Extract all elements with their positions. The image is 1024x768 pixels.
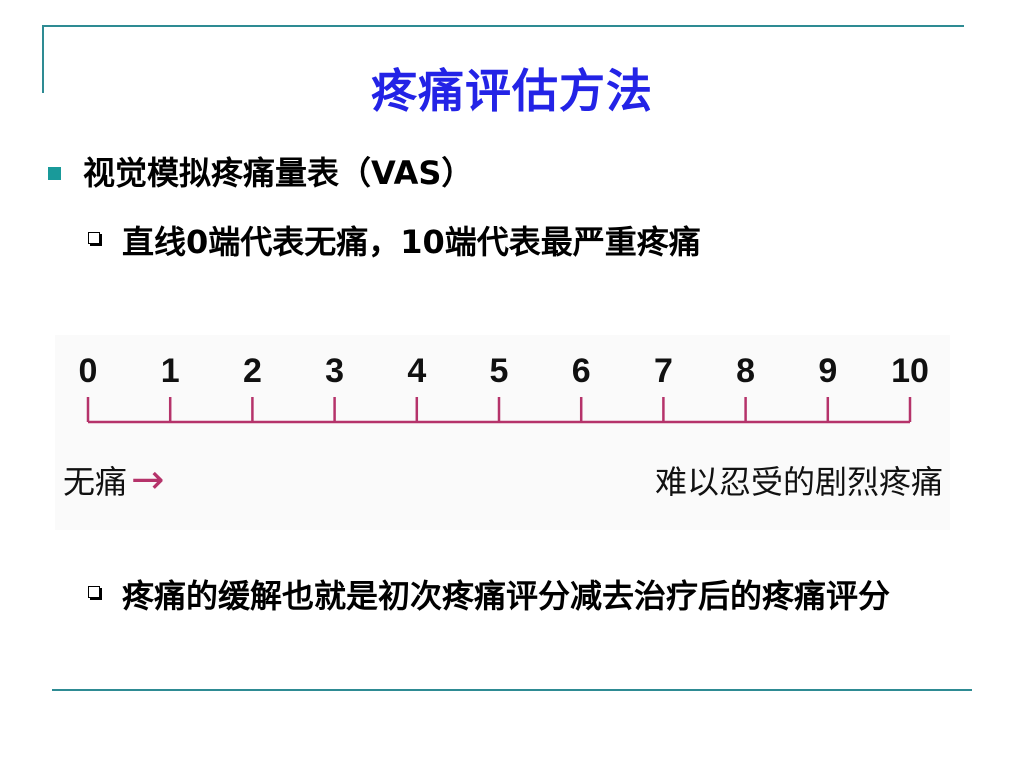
frame-bottom-line (52, 689, 972, 691)
hollow-square-bullet-icon (88, 232, 100, 244)
frame-top-line (42, 25, 964, 27)
bullet-text: 视觉模拟疼痛量表（VAS） (83, 154, 474, 192)
hollow-square-bullet-icon (88, 586, 100, 598)
sub-bullet-item-2: 疼痛的缓解也就是初次疼痛评分减去治疗后的疼痛评分 (88, 572, 962, 620)
vas-number-0: 0 (79, 352, 98, 390)
vas-number-8: 8 (736, 352, 755, 390)
right-arrow-icon: → (131, 457, 165, 503)
vas-number-5: 5 (490, 352, 509, 390)
sub-bullet-text-1: 直线0端代表无痛，10端代表最严重疼痛 (122, 223, 701, 261)
vas-number-9: 9 (818, 352, 837, 390)
sub-bullet-item-1: 直线0端代表无痛，10端代表最严重疼痛 (88, 218, 701, 266)
vas-number-6: 6 (572, 352, 591, 390)
vas-number-2: 2 (243, 352, 262, 390)
vas-scale-figure: 0 1 2 3 4 5 6 7 8 9 10 无痛 → 难以忍受的剧烈疼痛 (55, 335, 950, 530)
square-bullet-icon (48, 166, 61, 180)
worst-pain-label: 难以忍受的剧烈疼痛 (655, 463, 943, 501)
vas-number-7: 7 (654, 352, 673, 390)
vas-number-4: 4 (407, 352, 426, 390)
vas-number-1: 1 (161, 352, 180, 390)
vas-scale-svg: 0 1 2 3 4 5 6 7 8 9 10 无痛 → 难以忍受的剧烈疼痛 (63, 352, 943, 503)
vas-number-10: 10 (891, 352, 929, 390)
frame-left-line (42, 25, 44, 93)
no-pain-label: 无痛 (63, 463, 127, 501)
sub-bullet-text-2: 疼痛的缓解也就是初次疼痛评分减去治疗后的疼痛评分 (122, 577, 891, 615)
bullet-item-vas: 视觉模拟疼痛量表（VAS） (48, 148, 473, 194)
vas-number-3: 3 (325, 352, 344, 390)
slide-title: 疼痛评估方法 (371, 64, 653, 118)
